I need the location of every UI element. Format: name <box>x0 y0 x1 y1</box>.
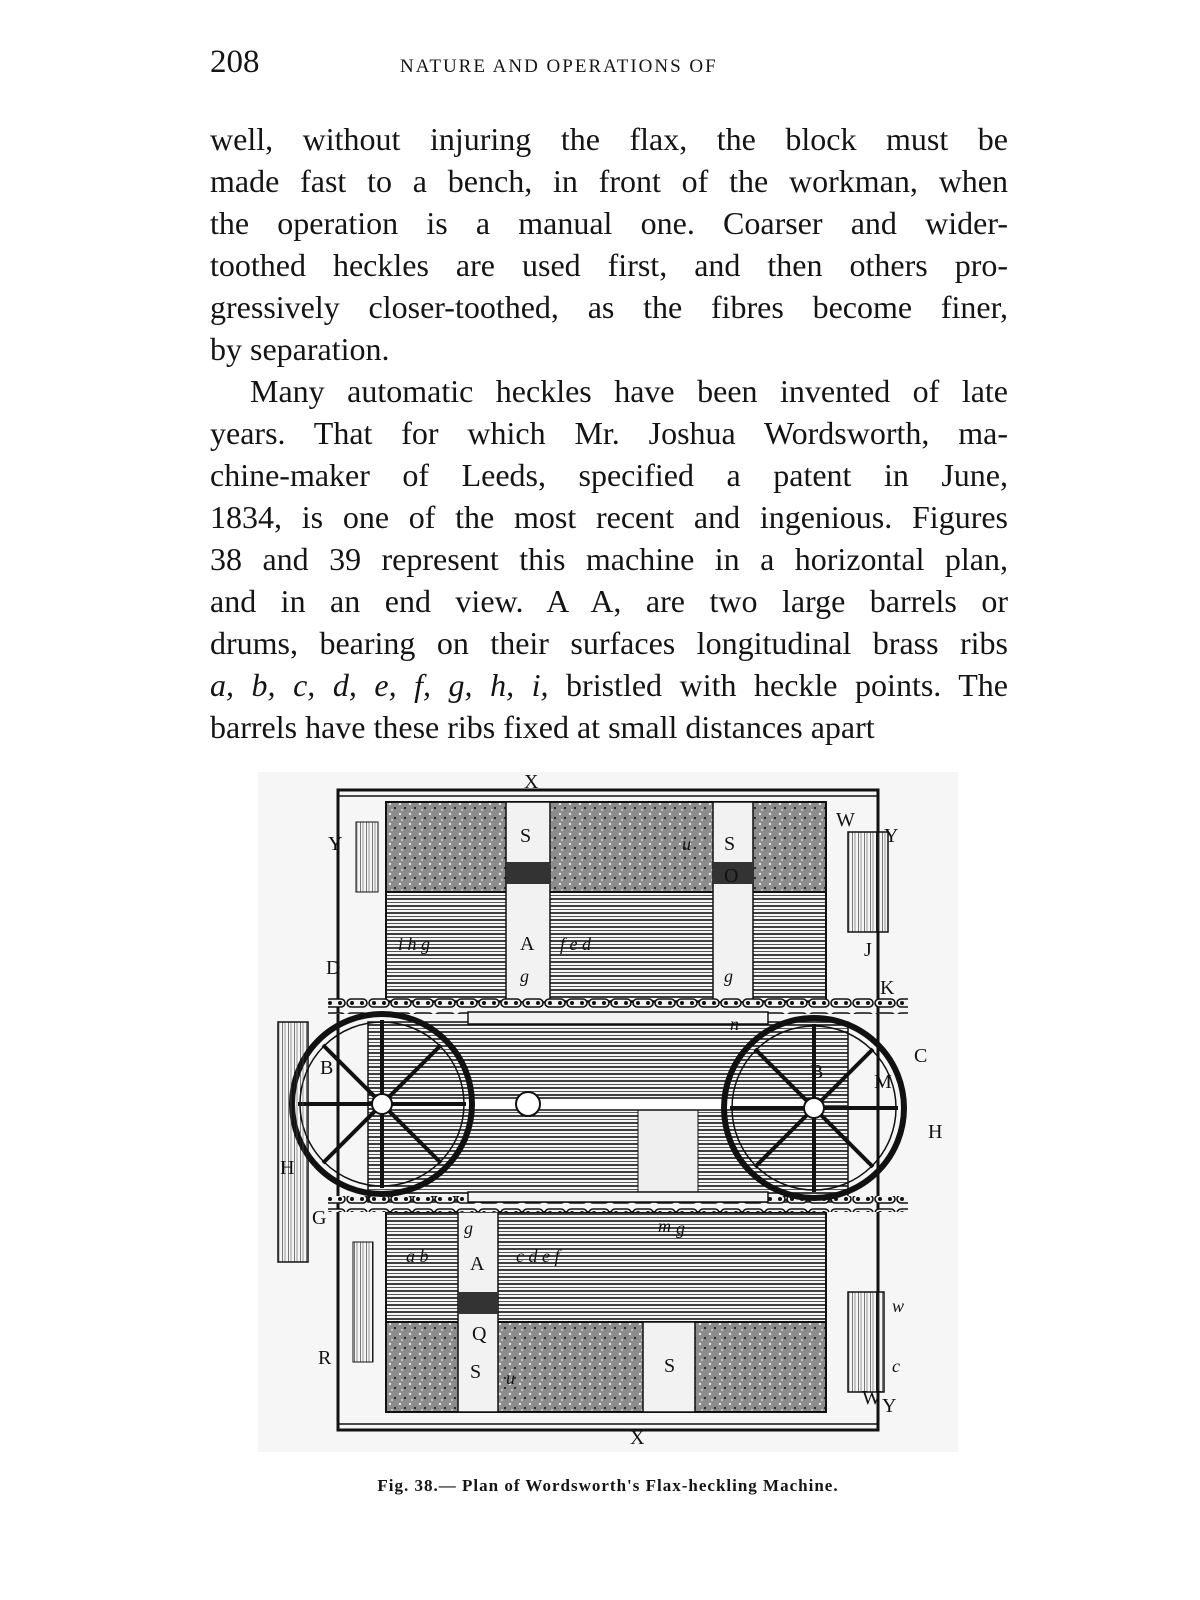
label-g: G <box>312 1207 326 1229</box>
label-ribs-upper-right: f e d <box>560 934 592 954</box>
label-c-small: c <box>892 1356 900 1376</box>
label-s: S <box>664 1355 675 1377</box>
label-n: n <box>730 1014 739 1034</box>
text-line: years. That for which Mr. Joshua Wordswo… <box>210 415 1008 451</box>
label-s: S <box>470 1361 481 1383</box>
left-sprocket-wheel <box>289 1011 475 1197</box>
machine-engraving: X X Y Y Y W W S S S S u u A A D J K C B … <box>258 772 958 1452</box>
label-y-right: Y <box>884 825 898 847</box>
body-text: well, without injuring the flax, the blo… <box>210 118 1008 748</box>
label-g-small: g <box>464 1218 473 1238</box>
label-s: S <box>520 825 531 847</box>
machine-plan-drawing: X X Y Y Y W W S S S S u u A A D J K C B … <box>258 772 958 1452</box>
label-c: C <box>914 1045 927 1067</box>
text-line: barrels have these ribs fixed at small d… <box>210 709 875 745</box>
label-d: D <box>326 957 340 979</box>
label-h-right: H <box>928 1121 942 1143</box>
label-u: u <box>506 1368 515 1388</box>
text-line: gressively closer-toothed, as the fibres… <box>210 289 1008 325</box>
label-b-right: B <box>810 1061 823 1083</box>
label-j: J <box>864 939 872 961</box>
label-o: O <box>724 865 738 887</box>
label-ribs-lower-right: c d e f <box>516 1246 562 1266</box>
label-k: K <box>880 977 895 999</box>
label-q: Q <box>472 1323 487 1345</box>
label-g-small: g <box>520 966 529 986</box>
label-s: S <box>724 833 735 855</box>
label-x-bottom: X <box>630 1427 645 1449</box>
label-a-lower: A <box>470 1253 485 1275</box>
label-w-top: W <box>836 809 855 831</box>
label-y-bottom-right: Y <box>882 1395 896 1417</box>
label-ribs-lower-left: a b <box>406 1246 429 1266</box>
text-line: a, b, c, d, e, f, g, h, i, bristled with… <box>210 664 1008 706</box>
label-g-small: g <box>676 1218 685 1238</box>
text-line: drums, bearing on their surfaces longitu… <box>210 625 1008 661</box>
label-m: M <box>874 1071 892 1093</box>
rib-letters: a, b, c, d, e, f, g, h, i, <box>210 667 549 703</box>
text-line: by separation. <box>210 331 390 367</box>
text-line: the operation is a manual one. Coarser a… <box>210 205 1008 241</box>
label-w-bottom: W <box>862 1387 881 1409</box>
right-sprocket-wheel <box>721 1015 907 1201</box>
text-line: well, without injuring the flax, the blo… <box>210 121 1008 157</box>
label-b-left: B <box>320 1057 333 1079</box>
text-line: 38 and 39 represent this machine in a ho… <box>210 541 1008 577</box>
running-header: 208 NATURE AND OPERATIONS OF <box>210 44 1010 88</box>
text-line: toothed heckles are used first, and then… <box>210 247 1008 283</box>
figure-caption: Fig. 38.— Plan of Wordsworth's Flax-heck… <box>377 1476 839 1495</box>
label-h-left: H <box>280 1157 294 1179</box>
label-u: u <box>682 834 691 854</box>
rib-line-rest: bristled with heckle points. The <box>548 667 1009 703</box>
text-line: made fast to a bench, in front of the wo… <box>210 163 1008 199</box>
label-m-small: m <box>658 1216 671 1236</box>
label-r: R <box>318 1347 332 1369</box>
text-line: 1834, is one of the most recent and inge… <box>210 499 1008 535</box>
text-line: and in an end view. A A, are two large b… <box>210 583 1008 619</box>
label-x-top: X <box>524 772 539 793</box>
label-a-upper: A <box>520 933 535 955</box>
text-line: chine-maker of Leeds, specified a patent… <box>210 457 1008 493</box>
page-number: 208 <box>210 44 260 80</box>
text-line: Many automatic heckles have been invente… <box>250 373 1008 409</box>
label-w-small: w <box>892 1296 904 1316</box>
label-y-left: Y <box>328 833 342 855</box>
label-g-small: g <box>724 966 733 986</box>
label-ribs-upper-left: i h g <box>398 934 430 954</box>
running-head: NATURE AND OPERATIONS OF <box>400 56 718 77</box>
